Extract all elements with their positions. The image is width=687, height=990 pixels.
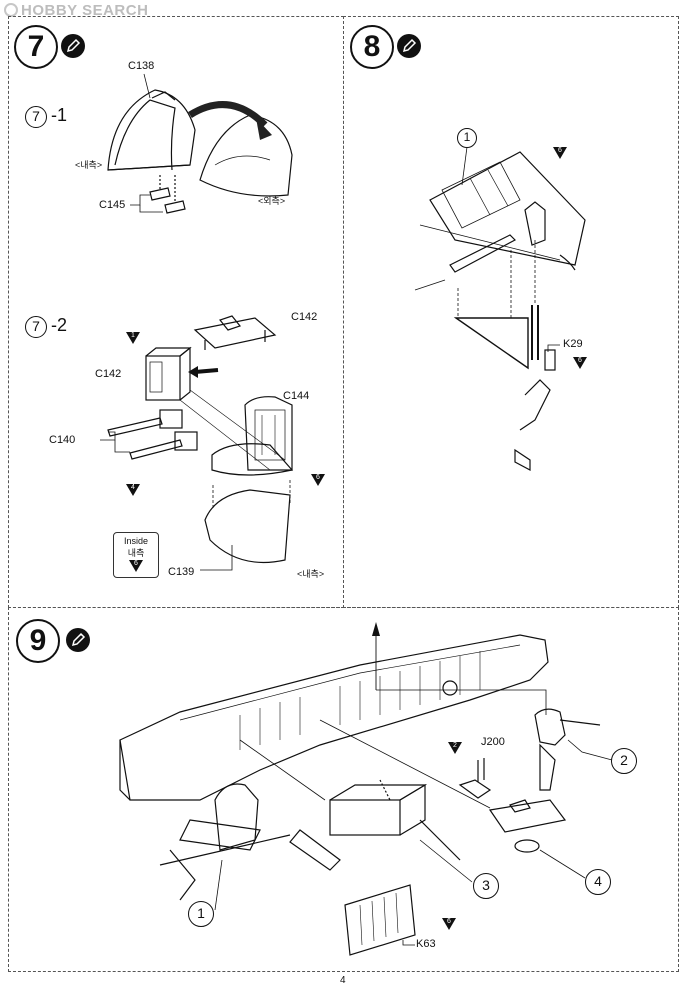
insert-arrow-c142 (194, 368, 219, 374)
color-ref-marker-icon (553, 147, 567, 159)
part-j200-drawing (458, 758, 492, 799)
part-c145-drawing (149, 175, 186, 214)
step-8-number: 8 (350, 25, 394, 69)
inside-color-box: Inside 내측 6 (113, 532, 159, 578)
gunner-seat-drawing (289, 779, 461, 871)
part-c142-box-drawing (145, 346, 192, 401)
step-7-1-suffix: -1 (51, 105, 68, 125)
step-9-glue-pencil-icon (66, 628, 90, 652)
color-ref-6-step-8-top: 6 (553, 147, 567, 159)
color-ref-marker-icon (448, 742, 462, 754)
inner-side-label: <내측> (75, 160, 103, 170)
part-c140-guns-drawing (107, 409, 198, 460)
inner-side-label-2: <내측> (297, 569, 325, 579)
step-9-panel (8, 607, 679, 972)
pencil-glyph-icon (66, 38, 81, 53)
outer-side-label: <외측> (258, 196, 286, 206)
flip-arrow (188, 101, 268, 128)
part-c142-sight-drawing (193, 315, 277, 350)
part-label-k29: K29 (563, 338, 583, 350)
fuselage-section-drawing (414, 151, 586, 291)
color-ref-6-step-8-k29: 6 (573, 357, 587, 369)
part-k63-bulkhead-drawing (344, 884, 416, 956)
turret-ring-drawing (488, 799, 567, 853)
pilot-seat-drawing (159, 783, 291, 901)
part-label-k63: K63 (416, 938, 436, 950)
step-9-number: 9 (16, 619, 60, 663)
color-ref-1: 1 (126, 332, 140, 344)
pencil-glyph-icon (71, 632, 86, 647)
color-ref-6-step-9: 6 (442, 918, 456, 930)
step-7-1-number: 7 (25, 106, 47, 128)
part-label-c142-sight: C142 (291, 311, 318, 323)
color-ref-marker-icon (126, 332, 140, 344)
part-label-c139: C139 (168, 566, 195, 578)
page-number: 4 (340, 975, 346, 986)
callout-1-step-8: 1 (457, 128, 477, 148)
step-7-number: 7 (14, 25, 58, 69)
step-7-2-number: 7 (25, 316, 47, 338)
main-fuselage-drawing (119, 634, 549, 801)
color-ref-marker-icon (442, 918, 456, 930)
rear-gunner-drawing (534, 708, 601, 791)
color-ref-4: 4 (126, 484, 140, 496)
part-label-c142-box: C142 (95, 368, 122, 380)
callout-1-step-9: 1 (188, 901, 214, 927)
part-c139-canopy-drawing (204, 443, 294, 564)
part-label-c145: C145 (99, 199, 126, 211)
part-label-c140: C140 (49, 434, 76, 446)
inside-color-marker: 6 (129, 560, 143, 572)
part-label-c144: C144 (283, 390, 310, 402)
color-ref-marker-icon (126, 484, 140, 496)
canopy-outer-drawing (199, 114, 293, 197)
canopy-inner-drawing (107, 89, 196, 171)
color-ref-marker-icon (573, 357, 587, 369)
step-7-glue-pencil-icon (61, 34, 85, 58)
color-ref-marker-icon (311, 474, 325, 486)
pencil-glyph-icon (402, 38, 417, 53)
callout-3-step-9: 3 (473, 873, 499, 899)
triangle-frame (453, 317, 529, 370)
color-ref-2-step-9: 2 (448, 742, 462, 754)
step-8-glue-pencil-icon (397, 34, 421, 58)
part-label-c138: C138 (128, 60, 155, 72)
color-ref-marker-icon (129, 560, 143, 572)
step-7-2-suffix: -2 (51, 315, 68, 335)
callout-2-step-9: 2 (611, 748, 637, 774)
gun-mount-drawing (449, 201, 556, 471)
flip-arrowhead (256, 118, 272, 140)
part-c144-frame-drawing (244, 396, 293, 471)
color-ref-6: 6 (311, 474, 325, 486)
part-label-j200: J200 (481, 736, 505, 748)
callout-4-step-9: 4 (585, 869, 611, 895)
